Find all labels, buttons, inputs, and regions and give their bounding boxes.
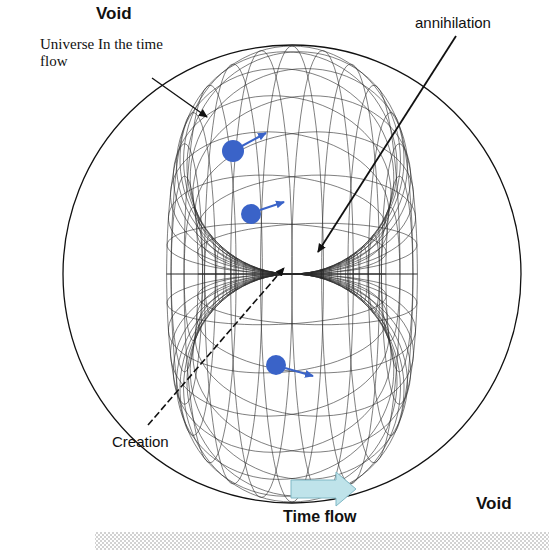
leader-creation xyxy=(148,268,284,425)
wire-line xyxy=(282,274,283,275)
wire-line xyxy=(177,274,394,479)
wire-line xyxy=(272,272,274,276)
wire-line xyxy=(204,64,262,484)
wire-line xyxy=(360,246,368,303)
time-flow-arrow xyxy=(291,472,356,506)
wire-line xyxy=(187,274,404,496)
wire-line xyxy=(177,69,394,274)
wire-line xyxy=(382,207,400,340)
wire-line xyxy=(346,258,351,290)
wire-line xyxy=(171,176,198,372)
wire-line xyxy=(322,269,323,278)
wire-line xyxy=(184,207,202,340)
particles xyxy=(222,133,313,376)
wire-line xyxy=(253,267,255,282)
wire-line xyxy=(292,51,354,498)
wire-line xyxy=(217,246,225,303)
wire-line xyxy=(187,52,404,274)
wire-line xyxy=(231,256,236,292)
time-flow-label: Time flow xyxy=(283,508,357,526)
torus-outline xyxy=(63,45,521,503)
wire-line xyxy=(353,252,359,296)
wire-line xyxy=(225,252,231,296)
wire-line xyxy=(243,263,246,286)
leader-annihilation xyxy=(318,36,456,252)
wire-line xyxy=(190,69,407,274)
wire-line xyxy=(180,274,397,496)
creation-label: Creation xyxy=(112,433,169,450)
wire-line xyxy=(381,144,417,404)
wire-line xyxy=(386,176,413,372)
wire-line xyxy=(190,274,407,479)
wire-line xyxy=(234,258,239,290)
wire-line xyxy=(322,64,380,484)
wire-line xyxy=(171,274,389,416)
ground-band xyxy=(95,532,549,550)
wire-line xyxy=(261,269,262,278)
void-label: Void xyxy=(96,4,132,24)
wire-line xyxy=(180,52,397,274)
wire-line xyxy=(329,267,331,282)
wire-line xyxy=(348,256,353,292)
void-label: Void xyxy=(476,494,512,514)
wire-line xyxy=(301,274,302,275)
annihilation-label: annihilation xyxy=(415,14,491,31)
leader-universe xyxy=(152,78,207,117)
universe-label: Universe In the time flow xyxy=(40,36,170,70)
wire-line xyxy=(311,272,313,276)
wire-line xyxy=(369,235,380,314)
wire-line xyxy=(263,270,264,278)
wire-line xyxy=(167,144,203,404)
wire-line xyxy=(205,235,216,314)
wire-line xyxy=(320,270,321,278)
wire-line xyxy=(231,51,293,498)
wire-line xyxy=(171,132,389,274)
wire-line xyxy=(348,85,400,462)
wire-line xyxy=(338,263,341,286)
